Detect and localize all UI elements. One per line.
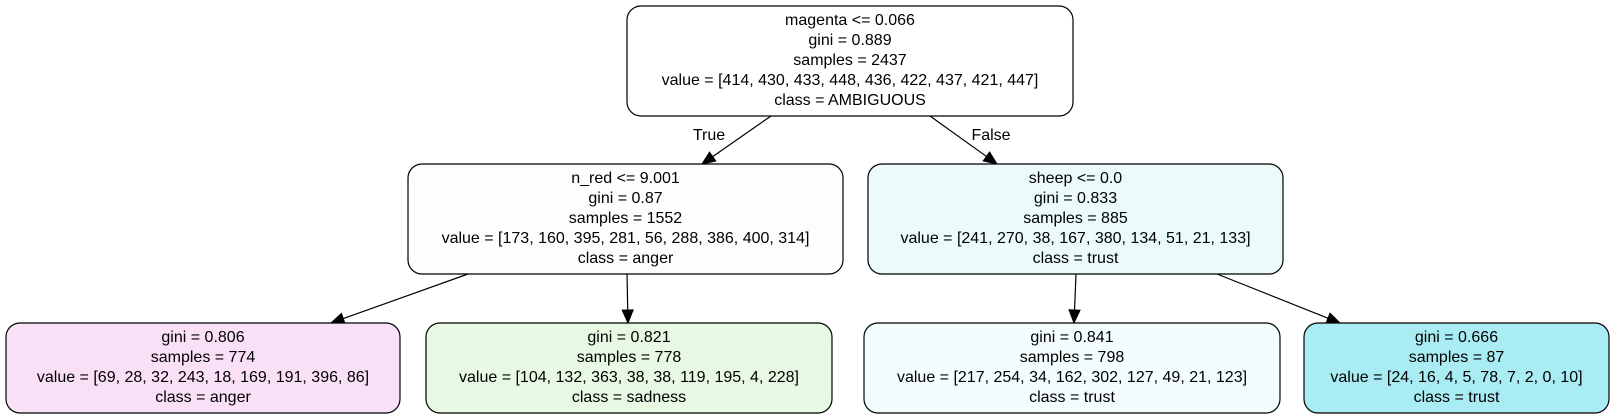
tree-node-right-left: gini = 0.841 samples = 798 value = [217, 2…: [863, 322, 1281, 414]
node-line: class = trust: [1029, 389, 1115, 406]
tree-node-left-right: gini = 0.821 samples = 778 value = [104, 1…: [425, 322, 833, 414]
arrowhead-icon: [1068, 309, 1081, 325]
node-line: gini = 0.87: [588, 190, 662, 207]
node-line: gini = 0.833: [1034, 190, 1117, 207]
node-line: class = AMBIGUOUS: [774, 92, 926, 109]
node-line: value = [414, 430, 433, 448, 436, 422, 4…: [662, 72, 1039, 89]
node-line: class = anger: [155, 389, 251, 406]
tree-node-right: sheep <= 0.0 gini = 0.833 samples = 885 val…: [867, 163, 1284, 275]
tree-node-left: n_red <= 9.001 gini = 0.87 samples = 1552 v…: [407, 163, 844, 275]
edge-right-to-right-left: [1068, 273, 1081, 325]
tree-node-root: magenta <= 0.066 gini = 0.889 samples = 24…: [626, 5, 1074, 117]
node-line: value = [173, 160, 395, 281, 56, 288, 38…: [442, 230, 810, 247]
edge-line: [1073, 273, 1077, 311]
arrowhead-icon: [1325, 312, 1342, 324]
node-box: [407, 163, 844, 275]
edge-left-to-left-left: [329, 273, 469, 325]
edge-line: [929, 115, 987, 157]
edge-line: [626, 273, 629, 311]
node-line: gini = 0.889: [808, 32, 891, 49]
node-line: gini = 0.666: [1415, 329, 1498, 346]
node-box: [867, 163, 1284, 275]
node-line: n_red <= 9.001: [571, 170, 680, 187]
edge-line: [712, 115, 772, 158]
node-line: value = [241, 270, 38, 167, 380, 134, 51…: [900, 230, 1250, 247]
node-line: samples = 87: [1409, 349, 1505, 366]
edge-line: [1216, 273, 1329, 319]
edge-label: True: [693, 127, 725, 144]
node-line: gini = 0.841: [1030, 329, 1113, 346]
node-line: class = trust: [1414, 389, 1500, 406]
node-line: value = [69, 28, 32, 243, 18, 169, 191, …: [37, 369, 369, 386]
node-line: class = sadness: [572, 389, 686, 406]
tree-node-right-right: gini = 0.666 samples = 87 value = [24, 16,…: [1303, 322, 1610, 414]
node-line: samples = 798: [1020, 349, 1125, 366]
arrowhead-icon: [700, 151, 717, 165]
arrowhead-icon: [329, 312, 346, 325]
edge-line: [343, 273, 469, 320]
node-line: sheep <= 0.0: [1029, 170, 1123, 187]
edge-left-to-left-right: [621, 273, 634, 325]
node-line: samples = 778: [577, 349, 682, 366]
node-line: value = [217, 254, 34, 162, 302, 127, 49…: [897, 369, 1247, 386]
tree-node-left-left: gini = 0.806 samples = 774 value = [69, 28…: [5, 322, 401, 414]
node-line: samples = 885: [1023, 210, 1128, 227]
node-box: [626, 5, 1074, 117]
node-line: samples = 1552: [569, 210, 683, 227]
edge-label: False: [971, 127, 1010, 144]
node-box: [425, 322, 833, 414]
node-line: class = trust: [1033, 250, 1119, 267]
node-line: gini = 0.806: [161, 329, 244, 346]
node-line: value = [24, 16, 4, 5, 78, 7, 2, 0, 10]: [1330, 369, 1582, 386]
node-line: class = anger: [578, 250, 674, 267]
arrowhead-icon: [982, 151, 999, 165]
node-box: [1303, 322, 1610, 414]
node-box: [5, 322, 401, 414]
node-box: [863, 322, 1281, 414]
edge-root-to-right: False: [929, 115, 1011, 165]
node-line: samples = 2437: [793, 52, 907, 69]
node-line: value = [104, 132, 363, 38, 38, 119, 195…: [459, 369, 799, 386]
arrowhead-icon: [621, 309, 634, 325]
node-line: samples = 774: [151, 349, 256, 366]
edge-right-to-right-right: [1216, 273, 1342, 324]
node-line: gini = 0.821: [587, 329, 670, 346]
node-line: magenta <= 0.066: [785, 12, 915, 29]
edge-root-to-left: True: [693, 115, 772, 165]
